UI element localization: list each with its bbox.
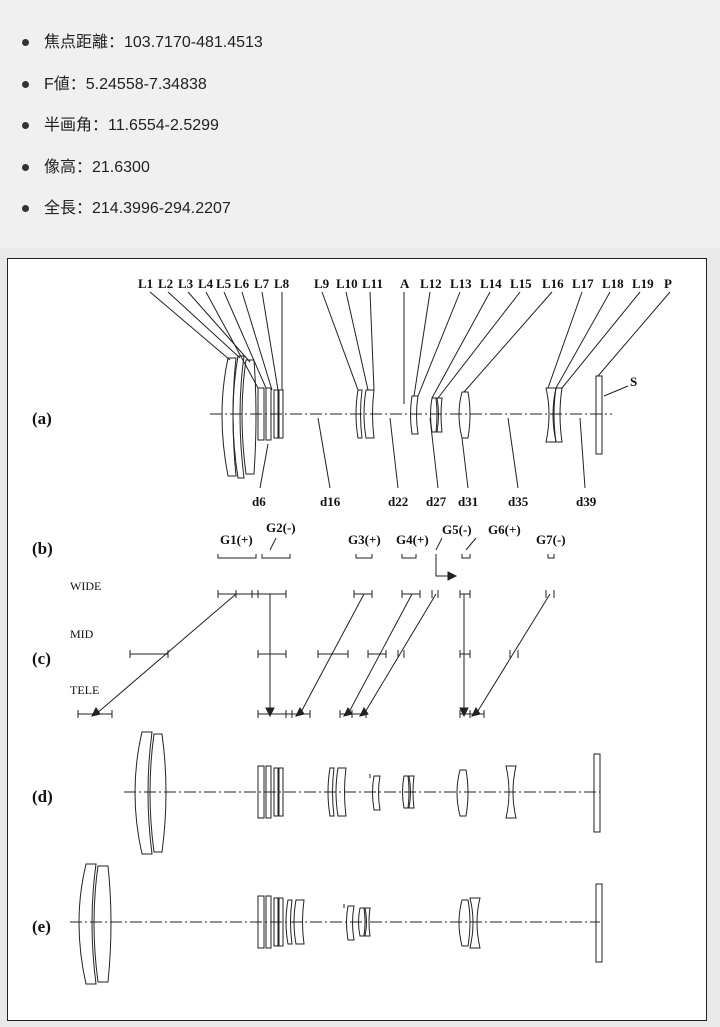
group-labels: G1(+) G2(-) G3(+) G4(+) G5(-) G6(+) G7(-…: [220, 520, 566, 547]
spacing-label-d39: d39: [576, 494, 597, 509]
spacing-label-d35: d35: [508, 494, 529, 509]
spec-total-length: 全長：214.3996-294.2207: [20, 188, 700, 230]
lens-label-l17: L17: [572, 276, 594, 291]
zoom-position-labels: WIDE MID TELE: [70, 579, 101, 697]
lens-label-l13: L13: [450, 276, 472, 291]
lens-label-l8: L8: [274, 276, 290, 291]
bullet-icon: [22, 205, 29, 212]
group-label-g5: G5(-): [442, 522, 472, 537]
spec-text: 像高：21.6300: [44, 158, 150, 176]
lens-label-prism: P: [664, 276, 672, 291]
spec-text: 全長：214.3996-294.2207: [44, 200, 231, 217]
spec-focal-length: 焦点距離：103.7170-481.4513: [20, 22, 700, 64]
lens-label-l19: L19: [632, 276, 654, 291]
lens-label-l7: L7: [254, 276, 270, 291]
spec-text: 半画角：11.6554-2.5299: [44, 117, 219, 134]
lens-label-l16: L16: [542, 276, 564, 291]
spacing-label-d27: d27: [426, 494, 447, 509]
spec-f-number: F値：5.24558-7.34838: [20, 64, 700, 106]
bullet-icon: [22, 163, 29, 171]
spacing-labels: d6 d16 d22 d27 d31 d35 d39: [252, 494, 597, 509]
lens-label-l3: L3: [178, 276, 194, 291]
lens-elements-d: [134, 731, 601, 855]
lens-label-l12: L12: [420, 276, 442, 291]
lens-label-l18: L18: [602, 276, 624, 291]
spec-text: 焦点距離：103.7170-481.4513: [44, 34, 263, 51]
lens-diagram-panel: [7, 258, 707, 1021]
zoom-label-wide: WIDE: [70, 579, 101, 593]
zoom-label-tele: TELE: [70, 683, 99, 697]
group-label-g3: G3(+): [348, 532, 381, 547]
spacing-label-d22: d22: [388, 494, 408, 509]
lens-label-aperture: A: [400, 276, 410, 291]
row-labels: (a) (b) (c) (d) (e): [32, 409, 53, 936]
lens-label-l1: L1: [138, 276, 153, 291]
lens-label-l5: L5: [216, 276, 232, 291]
lens-elements-e: [78, 863, 603, 985]
row-label-c: (c): [32, 649, 51, 668]
arrow-icon: [447, 571, 458, 581]
lens-label-l6: L6: [234, 276, 250, 291]
spacing-label-d16: d16: [320, 494, 341, 509]
lens-label-l9: L9: [314, 276, 330, 291]
group-label-g2: G2(-): [266, 520, 296, 535]
lens-elements-a: [221, 355, 603, 479]
bullet-icon: [22, 39, 29, 46]
bullet-icon: [22, 122, 29, 129]
bullet-icon: [22, 80, 29, 88]
zoom-label-mid: MID: [70, 627, 94, 641]
lens-label-l14: L14: [480, 276, 502, 291]
lens-spec-list: 焦点距離：103.7170-481.4513 F値：5.24558-7.3483…: [20, 22, 700, 230]
lens-diagram-svg: L1 L2 L3 L4 L5 L6 L7 L8 L9 L10 L11 A L12…: [32, 276, 672, 985]
spacing-leader-lines: [259, 417, 586, 489]
lens-diagram-figure: [0, 248, 720, 1027]
row-label-b: (b): [32, 539, 53, 558]
group-label-g1: G1(+): [220, 532, 253, 547]
lens-labels: L1 L2 L3 L4 L5 L6 L7 L8 L9 L10 L11 A L12…: [138, 276, 672, 389]
lens-label-l15: L15: [510, 276, 532, 291]
lens-label-l10: L10: [336, 276, 358, 291]
row-label-e: (e): [32, 917, 51, 936]
group-label-g6: G6(+): [488, 522, 521, 537]
zoom-movement-tracks: [77, 590, 555, 718]
spec-text: F値：5.24558-7.34838: [44, 75, 207, 93]
group-label-g7: G7(-): [536, 532, 566, 547]
lens-label-l2: L2: [158, 276, 173, 291]
spacing-label-d6: d6: [252, 494, 266, 509]
lens-label-l11: L11: [362, 276, 383, 291]
group-label-g4: G4(+): [396, 532, 429, 547]
image-plane-label: S: [630, 374, 637, 389]
row-label-a: (a): [32, 409, 52, 428]
row-label-d: (d): [32, 787, 53, 806]
spec-half-angle: 半画角：11.6554-2.5299: [20, 105, 700, 147]
group-brackets: [217, 537, 555, 577]
spacing-label-d31: d31: [458, 494, 478, 509]
movement-arrowheads: [91, 707, 481, 718]
lens-leader-lines: [149, 291, 671, 399]
lens-label-l4: L4: [198, 276, 214, 291]
spec-image-height: 像高：21.6300: [20, 147, 700, 189]
